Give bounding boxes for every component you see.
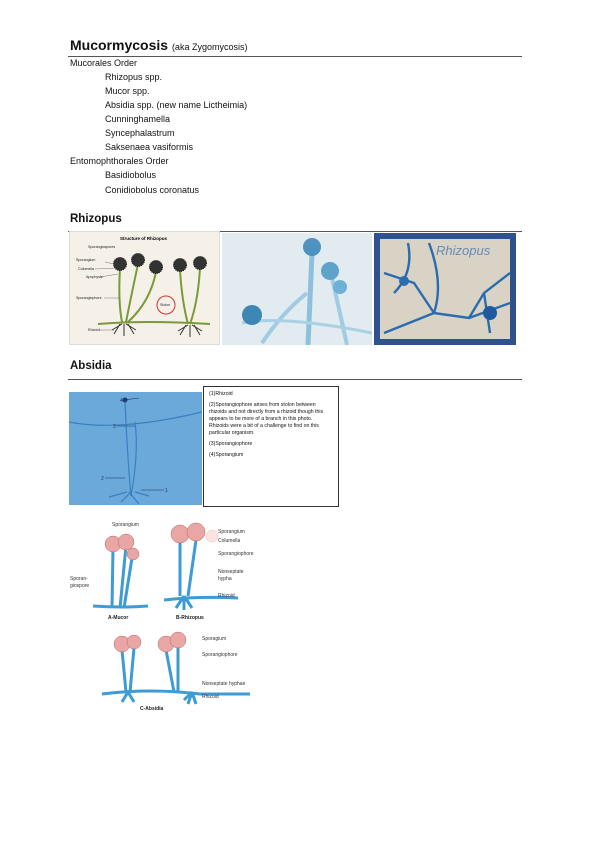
order-mucorales: Mucorales Order [70, 58, 138, 68]
diagram-label: Sporangiophore [218, 551, 254, 557]
diagram-label: Nonseptate hyphae [202, 681, 246, 687]
diagram-label: Sporan- [70, 576, 88, 582]
diagram-label: Sporangium [76, 258, 95, 262]
diagram-caption: B-Rhizopus [176, 615, 204, 621]
diagram-label: Stolon [160, 303, 170, 307]
absidia-diagram: Sporagium Sporangiophore Nonseptate hyph… [100, 628, 280, 713]
genus-item: Syncephalastrum [105, 128, 175, 138]
legend-item: (3)Sporangiophore [209, 441, 253, 447]
diagram-label: Sporangiospores [88, 245, 115, 249]
photo-marker: 1 [165, 488, 168, 494]
diagram-label: Rhizoid [202, 694, 219, 700]
diagram-label: Sporagium [202, 636, 226, 642]
diagram-label: Columella [78, 267, 94, 271]
absidia-photo: 4 3 2 1 [69, 392, 202, 505]
diagram-label: Rhizoid [218, 593, 235, 599]
diagram-label: Sporangiophore [76, 296, 102, 300]
photo-marker: 3 [113, 424, 116, 430]
order-entomophthorales: Entomophthorales Order [70, 156, 169, 166]
genus-item: Mucor spp. [105, 86, 150, 96]
legend-item: (2)Sporangiophore arises from stolon bet… [209, 402, 324, 436]
title-rule [68, 56, 522, 57]
diagram-label: Nonseptate [218, 569, 244, 575]
diagram-label: hypha [218, 576, 232, 582]
section-rule [68, 231, 522, 232]
genus-item: Conidiobolus coronatus [105, 185, 200, 195]
title-main: Mucormycosis [70, 37, 169, 53]
diagram-label: Sporangium [218, 529, 245, 535]
diagram-label: Rhizoid [88, 328, 100, 332]
legend-item: (1)Rhizoid [209, 391, 233, 397]
genus-item: Basidiobolus [105, 170, 157, 180]
section-rule [68, 379, 522, 380]
section-heading-absidia: Absidia [70, 360, 112, 372]
micrograph-caption: Rhizopus [436, 243, 491, 258]
diagram-label: giospore [70, 583, 89, 589]
diagram-caption: A-Mucor [108, 615, 128, 621]
absidia-legend: (1)Rhizoid (2)Sporangiophore arises from… [203, 386, 339, 507]
mucor-rhizopus-diagram: Sporangium Sporan- giospore Sporangium C… [68, 518, 268, 623]
rhizopus-photo [222, 233, 372, 345]
legend-item: (4)Sporangium [209, 452, 244, 458]
diagram-caption: C-Absidia [140, 706, 164, 712]
title-aka: (aka Zygomycosis) [171, 42, 248, 52]
section-heading-rhizopus: Rhizopus [70, 213, 122, 225]
diagram-label: Sporangium [112, 522, 139, 528]
diagram-label: Sporangiophore [202, 652, 238, 658]
page-title: Mucormycosis (aka Zygomycosis) [70, 37, 247, 53]
photo-marker: 2 [101, 476, 104, 482]
rhizopus-structure-diagram: Structure of Rhizopus Sporangiospores Sp… [69, 231, 220, 345]
genus-item: Absidia spp. (new name Lictheimia) [105, 100, 248, 110]
diagram-label: Apophysis [86, 275, 103, 279]
diagram-label: Columella [218, 538, 240, 544]
genus-item: Saksenaea vasiformis [105, 142, 194, 152]
diagram-title: Structure of Rhizopus [120, 236, 167, 241]
rhizopus-micrograph: Rhizopus [374, 233, 516, 345]
photo-marker: 4 [120, 398, 123, 404]
genus-item: Cunninghamella [105, 114, 171, 124]
genus-item: Rhizopus spp. [105, 72, 163, 82]
